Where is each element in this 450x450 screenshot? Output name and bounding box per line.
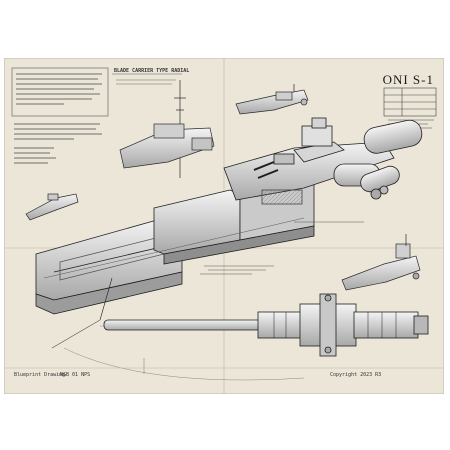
tower-craft: [119, 80, 215, 178]
small-craft-left: [25, 193, 79, 221]
hull-callout-lines: [200, 221, 364, 275]
small-craft-top: [235, 84, 309, 115]
blueprint-sheet: [4, 58, 444, 394]
small-craft-right: [341, 234, 421, 291]
sheet-title: ONI S-1: [382, 72, 434, 87]
header-text-lines: [116, 79, 176, 85]
spec-text-block: [11, 67, 109, 164]
footer-mid-label: RGB 01 NPS: [60, 372, 91, 378]
sheet-heading: BLADE CARRIER TYPE RADIAL: [114, 68, 190, 74]
main-carrier: [35, 117, 423, 349]
side-view-gun: [100, 293, 429, 357]
footer-right-label: Copyright 2023 R3: [330, 372, 382, 378]
footer-left-label: Blueprint Drawing: [14, 372, 66, 378]
